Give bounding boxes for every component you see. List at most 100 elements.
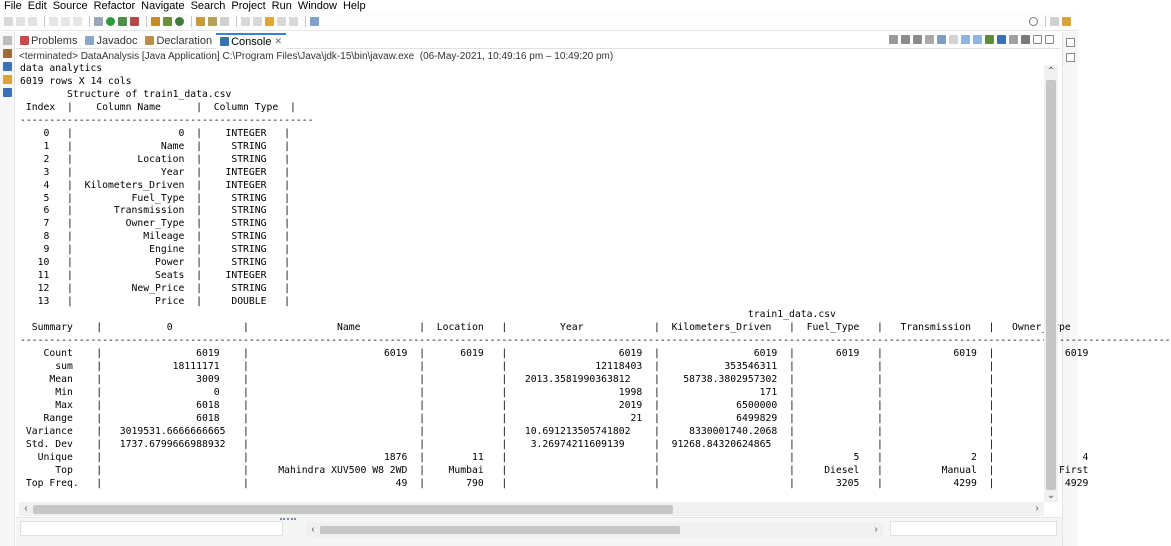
tab-javadoc[interactable]: Javadoc bbox=[81, 33, 141, 49]
toolbar-separator bbox=[89, 16, 90, 27]
package-explorer-icon[interactable] bbox=[2, 49, 12, 58]
declaration-icon bbox=[145, 36, 155, 45]
console-line: 8 | Mileage | STRING | bbox=[20, 231, 291, 243]
menu-project[interactable]: Project bbox=[231, 0, 266, 12]
show-on-error-icon[interactable] bbox=[973, 35, 982, 44]
menu-refactor[interactable]: Refactor bbox=[93, 0, 136, 12]
status-scrollbar[interactable]: ‹ › bbox=[306, 523, 883, 537]
tab-problems[interactable]: Problems bbox=[16, 33, 81, 49]
console-line: Std. Dev | 1737.6799666988932 | | | 3.26… bbox=[20, 438, 995, 450]
java-perspective-icon[interactable] bbox=[1062, 17, 1071, 26]
horizontal-scroll-thumb[interactable] bbox=[33, 505, 673, 514]
console-line: Min | 0 | | | 1998 | 171 | | | bbox=[20, 386, 995, 398]
toolbar-separator bbox=[44, 16, 45, 27]
console-line: 9 | Engine | STRING | bbox=[20, 244, 291, 256]
prev-annotation-icon[interactable] bbox=[253, 17, 262, 26]
console-line: Count | 6019 | 6019 | 6019 | 6019 | 6019… bbox=[20, 347, 1089, 359]
toolbar-separator bbox=[1045, 16, 1046, 27]
type-hierarchy-icon[interactable] bbox=[2, 62, 12, 71]
remove-all-icon[interactable] bbox=[913, 35, 922, 44]
menu-edit[interactable]: Edit bbox=[27, 0, 47, 12]
console-view-icon[interactable] bbox=[2, 88, 12, 97]
search-icon[interactable] bbox=[1029, 17, 1038, 26]
status-scroll-thumb[interactable] bbox=[320, 526, 680, 534]
new-icon[interactable] bbox=[4, 17, 13, 26]
problems-icon bbox=[20, 36, 29, 45]
tab-declaration[interactable]: Declaration bbox=[141, 33, 216, 49]
console-line: Index | Column Name | Column Type | bbox=[20, 101, 296, 113]
minimize-icon[interactable] bbox=[1066, 38, 1075, 47]
console-output[interactable]: data analytics 6019 rows X 14 cols Struc… bbox=[20, 63, 1171, 499]
vertical-scrollbar[interactable]: ⌃ ⌄ bbox=[1044, 65, 1058, 502]
new-java-project-icon[interactable] bbox=[151, 17, 160, 26]
annotation-icon[interactable] bbox=[220, 17, 229, 26]
scroll-right-icon[interactable]: › bbox=[1035, 503, 1039, 514]
resize-grip[interactable] bbox=[280, 518, 296, 522]
console-line: ----------------------------------------… bbox=[20, 335, 1171, 347]
tab-label: Problems bbox=[31, 34, 78, 47]
console-line: ----------------------------------------… bbox=[20, 114, 314, 126]
menu-window[interactable]: Window bbox=[297, 0, 337, 12]
print-icon[interactable] bbox=[49, 17, 58, 26]
debug-icon[interactable] bbox=[94, 17, 103, 26]
run-icon[interactable] bbox=[106, 17, 115, 26]
scroll-left-icon[interactable]: ‹ bbox=[24, 503, 28, 514]
tab-console[interactable]: Console ✕ bbox=[216, 32, 286, 49]
pin-editor-icon[interactable] bbox=[310, 17, 319, 26]
console-line: Top | | Mahindra XUV500 W8 2WD | Mumbai … bbox=[20, 464, 1089, 476]
view-menu-icon[interactable] bbox=[1021, 35, 1030, 44]
console-text: data analytics 6019 rows X 14 cols Struc… bbox=[20, 63, 1171, 490]
scroll-left-icon[interactable]: ‹ bbox=[311, 524, 315, 535]
menu-help[interactable]: Help bbox=[342, 0, 366, 12]
horizontal-scrollbar[interactable]: ‹ › bbox=[19, 502, 1044, 516]
menu-navigate[interactable]: Navigate bbox=[141, 0, 185, 12]
remove-launch-icon[interactable] bbox=[901, 35, 910, 44]
outline-view-icon[interactable] bbox=[2, 75, 12, 84]
tasks-icon[interactable] bbox=[61, 17, 70, 26]
back-icon[interactable] bbox=[277, 17, 286, 26]
outline-icon[interactable] bbox=[73, 17, 82, 26]
terminate-icon[interactable] bbox=[889, 35, 898, 44]
console-line: 7 | Owner_Type | STRING | bbox=[20, 218, 291, 230]
clear-console-icon[interactable] bbox=[925, 35, 934, 44]
maximize-icon[interactable] bbox=[1066, 53, 1075, 62]
menu-source[interactable]: Source bbox=[52, 0, 88, 12]
new-package-icon[interactable] bbox=[163, 17, 172, 26]
word-wrap-icon[interactable] bbox=[949, 35, 958, 44]
vertical-scroll-thumb[interactable] bbox=[1046, 80, 1056, 490]
external-tools-icon[interactable] bbox=[130, 17, 139, 26]
close-icon[interactable]: ✕ bbox=[274, 36, 282, 46]
pin-console-icon[interactable] bbox=[985, 35, 994, 44]
show-on-output-icon[interactable] bbox=[961, 35, 970, 44]
minimize-view-icon[interactable] bbox=[1033, 35, 1042, 44]
open-type-icon[interactable] bbox=[196, 17, 205, 26]
open-perspective-icon[interactable] bbox=[1050, 17, 1059, 26]
last-edit-icon[interactable] bbox=[265, 17, 274, 26]
display-console-icon[interactable] bbox=[997, 35, 1006, 44]
console-line: 4 | Kilometers_Driven | INTEGER | bbox=[20, 179, 291, 191]
scroll-up-icon[interactable]: ⌃ bbox=[1046, 66, 1056, 77]
console-line: 3 | Year | INTEGER | bbox=[20, 166, 291, 178]
forward-icon[interactable] bbox=[289, 17, 298, 26]
coverage-icon[interactable] bbox=[118, 17, 127, 26]
menu-search[interactable]: Search bbox=[190, 0, 226, 12]
toolbar-right bbox=[1029, 16, 1074, 27]
next-annotation-icon[interactable] bbox=[241, 17, 250, 26]
console-line: Mean | 3009 | | | 2013.3581990363812 | 5… bbox=[20, 373, 995, 385]
console-line: Structure of train1_data.csv bbox=[20, 88, 232, 100]
maximize-view-icon[interactable] bbox=[1045, 35, 1054, 44]
tab-label: Declaration bbox=[156, 34, 213, 47]
scroll-right-icon[interactable]: › bbox=[874, 524, 878, 535]
save-all-icon[interactable] bbox=[28, 17, 37, 26]
menu-run[interactable]: Run bbox=[271, 0, 292, 12]
new-class-icon[interactable] bbox=[175, 17, 184, 26]
console-line: 6 | Transmission | STRING | bbox=[20, 205, 291, 217]
restore-icon[interactable] bbox=[2, 36, 12, 45]
new-console-icon[interactable] bbox=[1009, 35, 1018, 44]
scroll-down-icon[interactable]: ⌄ bbox=[1046, 490, 1056, 501]
right-trim-bar bbox=[1062, 32, 1078, 546]
save-icon[interactable] bbox=[16, 17, 25, 26]
scroll-lock-icon[interactable] bbox=[937, 35, 946, 44]
search-toolbar-icon[interactable] bbox=[208, 17, 217, 26]
menu-file[interactable]: File bbox=[4, 0, 22, 12]
